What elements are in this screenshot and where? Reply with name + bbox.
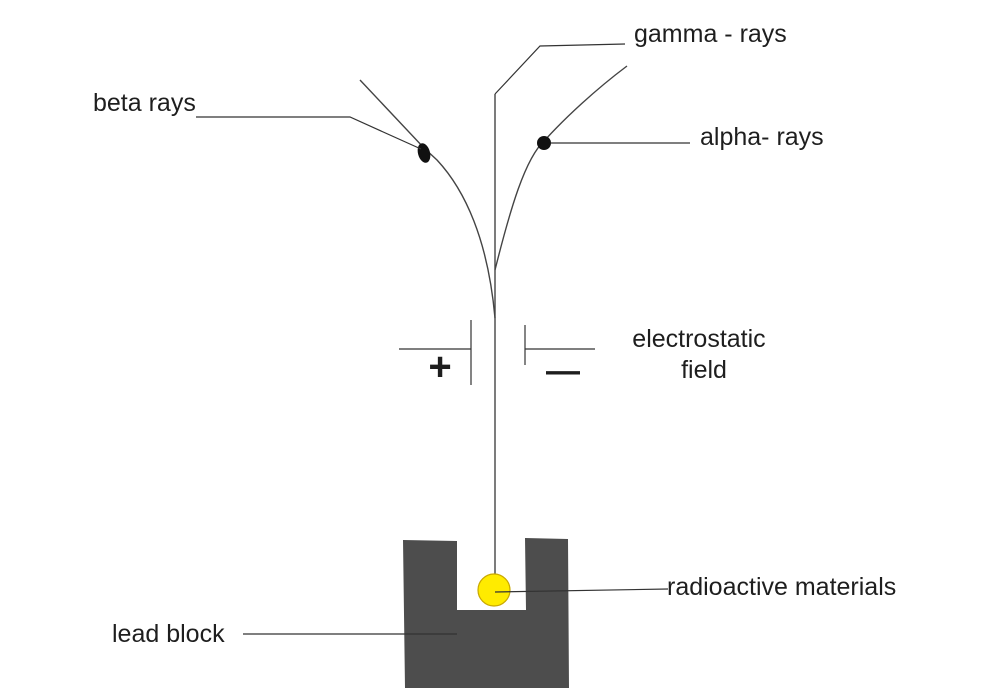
gamma-rays-label: gamma - rays [634,20,787,48]
source-leader-line [494,588,669,593]
beta-ray-path [359,79,496,319]
electrostatic-field-label-line2: field [681,356,727,384]
negative-sign: — [546,352,580,390]
radioactive-materials-label: radioactive materials [667,573,896,601]
lead-block-shape [403,538,569,688]
beta-leader-line [196,116,422,150]
lead-block-label: lead block [112,620,225,648]
beta-rays-label: beta rays [93,89,196,117]
positive-sign: + [428,345,451,389]
alpha-rays-label: alpha- rays [700,123,824,151]
beta-particle [417,143,431,163]
electrostatic-field-label-line1: electrostatic [632,325,765,353]
gamma-leader-line [494,43,626,95]
alpha-particle [537,136,551,150]
alpha-ray-path [494,65,628,271]
radioactive-source [477,573,511,607]
